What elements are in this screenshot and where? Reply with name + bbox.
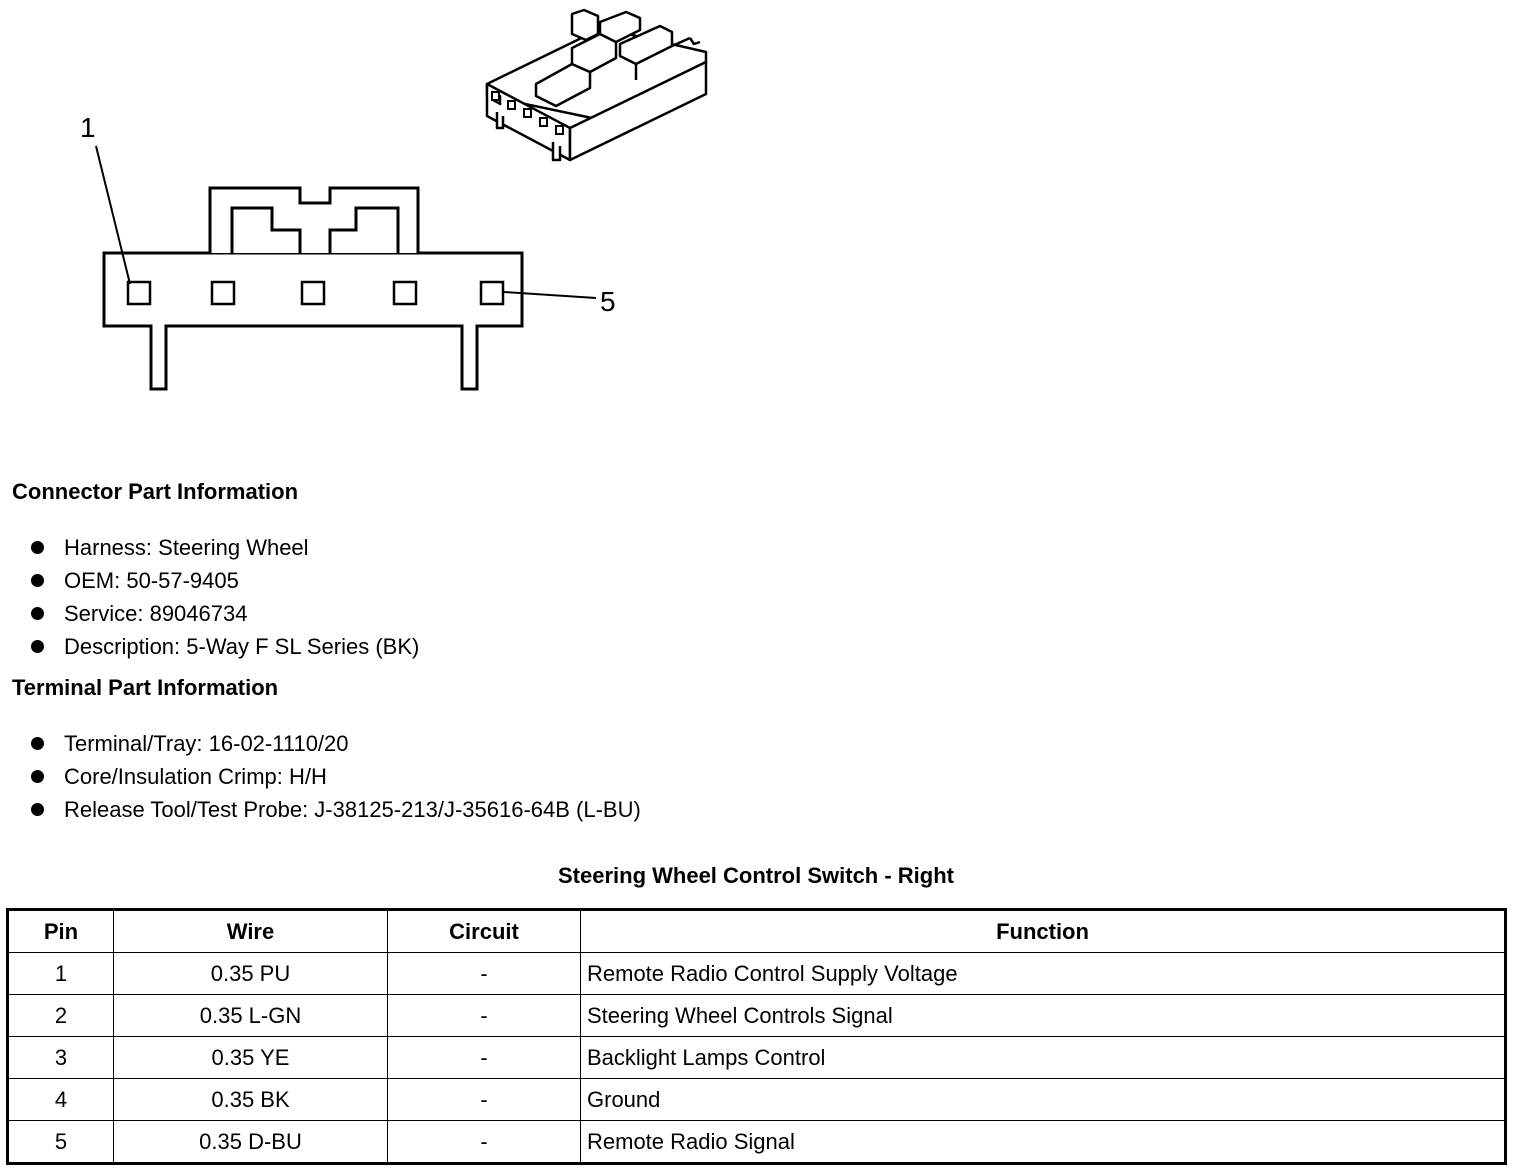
- table-row: 1 0.35 PU - Remote Radio Control Supply …: [7, 952, 1506, 995]
- connector-3d-cavities: [491, 91, 564, 135]
- table-row: 5 0.35 D-BU - Remote Radio Signal: [7, 1120, 1506, 1164]
- cell-wire: 0.35 D-BU: [113, 1120, 388, 1164]
- pin-cavity-5: [479, 280, 505, 306]
- column-header-function: Function: [580, 909, 1506, 953]
- pin-cavity-3: [300, 280, 326, 306]
- column-header-wire: Wire: [113, 909, 388, 953]
- connector-pin-cavities: [126, 280, 505, 306]
- cell-function: Remote Radio Signal: [580, 1120, 1506, 1164]
- cell-circuit: -: [387, 1078, 581, 1121]
- bullet-icon: [31, 803, 44, 816]
- pinout-table: Pin Wire Circuit Function 1 0.35 PU - Re…: [6, 908, 1507, 1165]
- list-item: Terminal/Tray: 16-02-1110/20: [28, 727, 641, 760]
- list-item: Release Tool/Test Probe: J-38125-213/J-3…: [28, 793, 641, 826]
- cell-pin: 3: [7, 1036, 114, 1079]
- bullet-icon: [31, 541, 44, 554]
- cell-function: Remote Radio Control Supply Voltage: [580, 952, 1506, 995]
- cell-function: Backlight Lamps Control: [580, 1036, 1506, 1079]
- table-title: Steering Wheel Control Switch - Right: [558, 863, 954, 888]
- cell-wire: 0.35 BK: [113, 1078, 388, 1121]
- cell-function: Ground: [580, 1078, 1506, 1121]
- connector-3d-illustration: [485, 8, 708, 162]
- cell-pin: 4: [7, 1078, 114, 1121]
- list-item: Service: 89046734: [28, 597, 419, 630]
- table-row: 2 0.35 L-GN - Steering Wheel Controls Si…: [7, 994, 1506, 1037]
- bullet-icon: [31, 607, 44, 620]
- table-header-row: Pin Wire Circuit Function: [7, 909, 1506, 953]
- list-item: Core/Insulation Crimp: H/H: [28, 760, 641, 793]
- pin-cavity-1: [126, 280, 152, 306]
- bullet-icon: [31, 770, 44, 783]
- connector-diagram: 1 5: [80, 8, 708, 391]
- cell-function: Steering Wheel Controls Signal: [580, 994, 1506, 1037]
- connector-info-list: Harness: Steering Wheel OEM: 50-57-9405 …: [28, 531, 419, 663]
- connector-front-view: [102, 186, 524, 391]
- list-item: OEM: 50-57-9405: [28, 564, 419, 597]
- list-item: Description: 5-Way F SL Series (BK): [28, 630, 419, 663]
- bullet-icon: [31, 640, 44, 653]
- cell-wire: 0.35 YE: [113, 1036, 388, 1079]
- cell-pin: 5: [7, 1120, 114, 1164]
- callout-line-pin-1: [95, 145, 131, 285]
- callout-line-pin-5: [503, 291, 597, 299]
- terminal-info-heading: Terminal Part Information: [12, 675, 279, 700]
- cell-circuit: -: [387, 1036, 581, 1079]
- table-row: 4 0.35 BK - Ground: [7, 1078, 1506, 1121]
- list-item: Harness: Steering Wheel: [28, 531, 419, 564]
- connector-info-heading: Connector Part Information: [12, 479, 299, 504]
- cell-circuit: -: [387, 1120, 581, 1164]
- callout-label-pin-1: 1: [80, 112, 96, 143]
- bullet-icon: [31, 574, 44, 587]
- table-row: 3 0.35 YE - Backlight Lamps Control: [7, 1036, 1506, 1079]
- cell-wire: 0.35 L-GN: [113, 994, 388, 1037]
- bullet-icon: [31, 737, 44, 750]
- pin-cavity-2: [210, 280, 236, 306]
- cell-pin: 2: [7, 994, 114, 1037]
- callout-label-pin-5: 5: [600, 286, 616, 317]
- pin-cavity-4: [392, 280, 418, 306]
- cell-wire: 0.35 PU: [113, 952, 388, 995]
- cell-circuit: -: [387, 952, 581, 995]
- cell-pin: 1: [7, 952, 114, 995]
- column-header-pin: Pin: [7, 909, 114, 953]
- cell-circuit: -: [387, 994, 581, 1037]
- column-header-circuit: Circuit: [387, 909, 581, 953]
- terminal-info-list: Terminal/Tray: 16-02-1110/20 Core/Insula…: [28, 727, 641, 826]
